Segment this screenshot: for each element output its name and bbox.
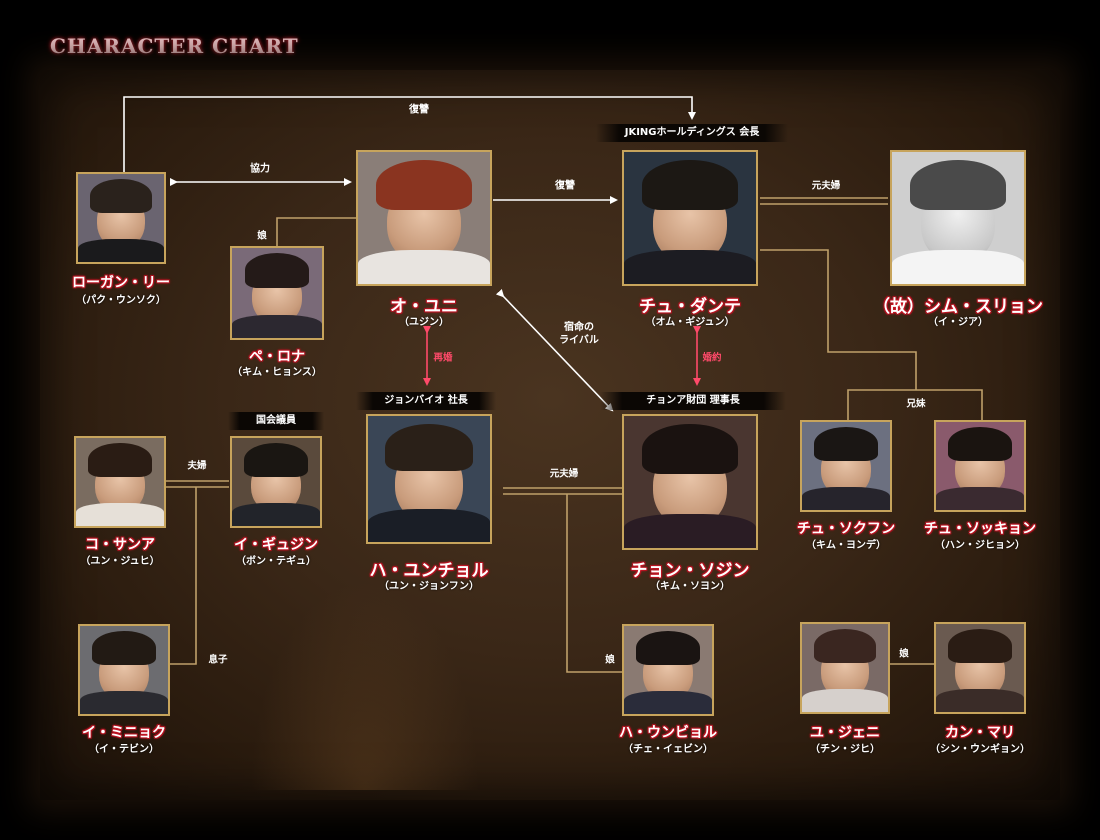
actor-sokkyon: （ハン・ジヒョン） bbox=[935, 540, 1025, 551]
portrait-mari bbox=[934, 622, 1026, 714]
actor-dante: （オム・ギジュン） bbox=[645, 317, 735, 328]
label-ex-couple-mid: 元夫婦 bbox=[549, 468, 579, 480]
name-dante: チュ・ダンテ bbox=[639, 297, 741, 317]
name-sokkyon: チュ・ソッキョン bbox=[924, 521, 1036, 537]
portrait-dante bbox=[622, 150, 758, 286]
label-cooperation: 協力 bbox=[250, 163, 270, 175]
name-sim: （故）シム・スリョン bbox=[873, 297, 1043, 317]
label-son: 息子 bbox=[208, 654, 228, 666]
portrait-sokhun bbox=[800, 420, 892, 512]
actor-oyuni: （ユジン） bbox=[399, 317, 449, 328]
name-minyok: イ・ミニョク bbox=[82, 725, 166, 741]
portrait-logan bbox=[76, 172, 166, 264]
actor-sim: （イ・ジア） bbox=[928, 317, 988, 328]
actor-hayun: （ユン・ジョンフン） bbox=[379, 581, 479, 592]
actor-gyujin: （ボン・テギュ） bbox=[236, 556, 316, 567]
label-married: 夫婦 bbox=[187, 460, 207, 472]
portrait-sanga bbox=[74, 436, 166, 528]
name-mari: カン・マリ bbox=[945, 725, 1015, 741]
actor-sokhun: （キム・ヨンデ） bbox=[806, 540, 886, 551]
portrait-sokkyon bbox=[934, 420, 1026, 512]
label-siblings: 兄妹 bbox=[906, 398, 926, 410]
portrait-gyujin bbox=[230, 436, 322, 528]
label-remarriage: 再婚 bbox=[433, 352, 453, 364]
actor-mari: （シン・ウンギョン） bbox=[930, 744, 1030, 755]
actor-pe: （キム・ヒョンス） bbox=[232, 367, 322, 378]
title-lawmaker: 国会議員 bbox=[228, 412, 324, 430]
actor-sojin: （キム・ソヨン） bbox=[650, 581, 730, 592]
portrait-sojin bbox=[622, 414, 758, 550]
label-revenge-top: 復讐 bbox=[409, 104, 429, 116]
line-rival bbox=[495, 288, 614, 412]
name-sojin: チョン・ソジン bbox=[630, 561, 750, 581]
actor-unbyol: （チェ・イェビン） bbox=[623, 744, 713, 755]
title-jonbio-president: ジョンバイオ 社長 bbox=[356, 392, 496, 410]
chart-title: CHARACTER CHART bbox=[50, 34, 299, 58]
label-daughter-ha: 娘 bbox=[605, 654, 615, 666]
actor-logan: （パク・ウンソク） bbox=[76, 295, 166, 306]
name-sanga: コ・サンア bbox=[85, 537, 155, 553]
title-cheonga-director: チョンア財団 理事長 bbox=[600, 392, 786, 410]
name-unbyol: ハ・ウンビョル bbox=[619, 725, 717, 741]
portrait-unbyol bbox=[622, 624, 714, 716]
name-oyuni: オ・ユニ bbox=[390, 297, 458, 317]
name-hayun: ハ・ユンチョル bbox=[369, 561, 489, 581]
label-destined-rival: 宿命の ライバル bbox=[559, 322, 599, 346]
name-pe: ペ・ロナ bbox=[249, 349, 305, 365]
portrait-pe bbox=[230, 246, 324, 340]
portrait-jeni bbox=[800, 622, 890, 714]
label-engagement: 婚約 bbox=[702, 352, 722, 364]
actor-minyok: （イ・テビン） bbox=[89, 744, 159, 755]
portrait-hayun bbox=[366, 414, 492, 544]
label-revenge-mid: 復讐 bbox=[555, 180, 575, 192]
label-daughter-yu: 娘 bbox=[899, 648, 909, 660]
portrait-oyuni bbox=[356, 150, 492, 286]
label-ex-couple-top: 元夫婦 bbox=[811, 180, 841, 192]
name-logan: ローガン・リー bbox=[72, 275, 170, 291]
title-jking-chairman: JKINGホールディングス 会長 bbox=[596, 124, 788, 142]
portrait-minyok bbox=[78, 624, 170, 716]
name-gyujin: イ・ギュジン bbox=[234, 537, 318, 553]
actor-jeni: （チン・ジヒ） bbox=[810, 744, 880, 755]
name-sokhun: チュ・ソクフン bbox=[796, 521, 896, 537]
actor-sanga: （ユン・ジュヒ） bbox=[80, 556, 160, 567]
portrait-sim bbox=[890, 150, 1026, 286]
line-revenge-top bbox=[123, 96, 696, 172]
label-daughter-pe: 娘 bbox=[257, 230, 267, 242]
name-jeni: ユ・ジェニ bbox=[810, 725, 880, 741]
